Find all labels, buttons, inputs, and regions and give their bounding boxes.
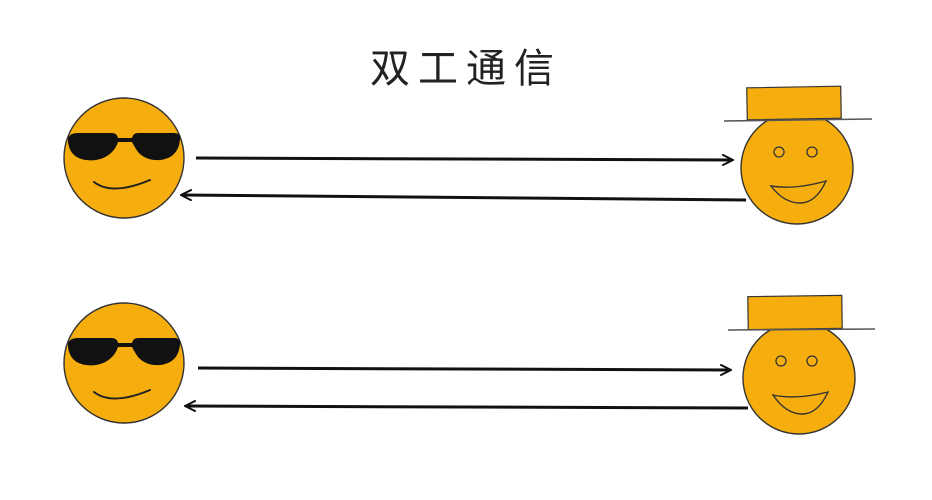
diagram-title: 双工通信 bbox=[370, 46, 562, 92]
arrow-left-icon bbox=[186, 406, 749, 408]
arrow-left-icon bbox=[182, 195, 747, 202]
arrow-right-icon bbox=[197, 368, 730, 370]
sunglasses-face-icon bbox=[63, 302, 185, 424]
sunglasses-face-icon bbox=[63, 97, 185, 219]
arrow-right-icon bbox=[195, 158, 732, 160]
hat-smiley-face-icon bbox=[727, 294, 876, 435]
hat-smiley-face-icon bbox=[723, 85, 873, 225]
